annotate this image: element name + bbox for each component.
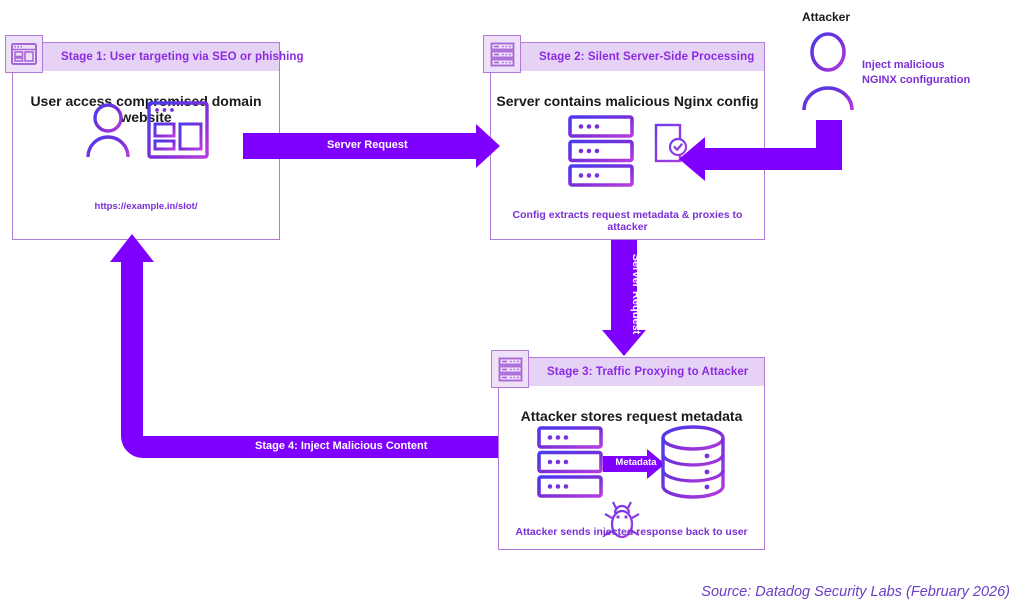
stage-1-box: Stage 1: User targeting via SEO or phish…: [5, 35, 304, 240]
stage-2-box: Stage 2: Silent Server-Side Processing S…: [483, 35, 765, 240]
stage-1-title: Stage 1: User targeting via SEO or phish…: [61, 51, 304, 63]
user-icon: [802, 32, 854, 112]
server-rack-icon: [567, 115, 634, 187]
config-document-check-icon: [654, 123, 687, 163]
stage-1-heading: User access compromised domain website: [30, 93, 262, 125]
user-icon: [86, 103, 130, 159]
arrow-stage2-stage3: [602, 240, 646, 356]
stage-2-icons: [491, 115, 764, 187]
server-rack-icon: [491, 350, 529, 388]
source-note: Source: Datadog Security Labs (February …: [701, 584, 1010, 600]
stage-1-header: Stage 1: User targeting via SEO or phish…: [5, 35, 304, 73]
browser-window-icon: [5, 35, 43, 73]
stage-2-title: Stage 2: Silent Server-Side Processing: [539, 51, 755, 63]
bug-icon: [604, 501, 640, 539]
attacker-note: Inject malicious NGINX configuration: [862, 58, 970, 87]
arrow-stage2-stage3-label: Server Request: [630, 253, 642, 335]
arrow-stage3-stage1-label: Stage 4: Inject Malicious Content: [255, 440, 428, 452]
arrow-stage4-placeholder: [110, 234, 498, 458]
server-rack-icon: [537, 426, 603, 498]
stage-3-caption: Attacker sends injected response back to…: [515, 526, 748, 538]
arrow-stage1-stage2: [243, 124, 500, 168]
stage-2-caption: Config extracts request metadata & proxi…: [512, 209, 743, 233]
attacker-note-line1: Inject malicious: [862, 59, 945, 71]
server-rack-icon: [483, 35, 521, 73]
stage-3-heading: Attacker stores request metadata: [520, 408, 743, 424]
browser-window-glyph: [11, 43, 37, 65]
metadata-arrow: [603, 449, 665, 479]
browser-window-icon: [147, 101, 209, 159]
arrow-stage1-stage2-label: Server Request: [327, 139, 408, 151]
stage-3-header: Stage 3: Traffic Proxying to Attacker: [491, 350, 764, 388]
stage-3-title: Stage 3: Traffic Proxying to Attacker: [547, 366, 749, 378]
server-rack-glyph: [490, 42, 514, 66]
metadata-arrow-label: Metadata: [615, 457, 657, 468]
server-rack-glyph: [498, 357, 522, 381]
attacker-note-line2: NGINX configuration: [862, 73, 971, 86]
stage-1-icons: [13, 101, 279, 159]
arrow-stage4-group: [110, 234, 498, 458]
stage-3-icons: Metadata: [499, 425, 764, 504]
stage-3-box: Stage 3: Traffic Proxying to Attacker At…: [491, 350, 765, 550]
stage-2-heading: Server contains malicious Nginx config: [496, 93, 759, 109]
stage-1-url: https://example.in/slot/: [94, 201, 198, 212]
stage-2-header: Stage 2: Silent Server-Side Processing: [483, 35, 764, 73]
arrow-attacker-stage2: [679, 120, 842, 181]
attacker-label: Attacker: [802, 10, 851, 24]
database-icon: [661, 425, 725, 499]
